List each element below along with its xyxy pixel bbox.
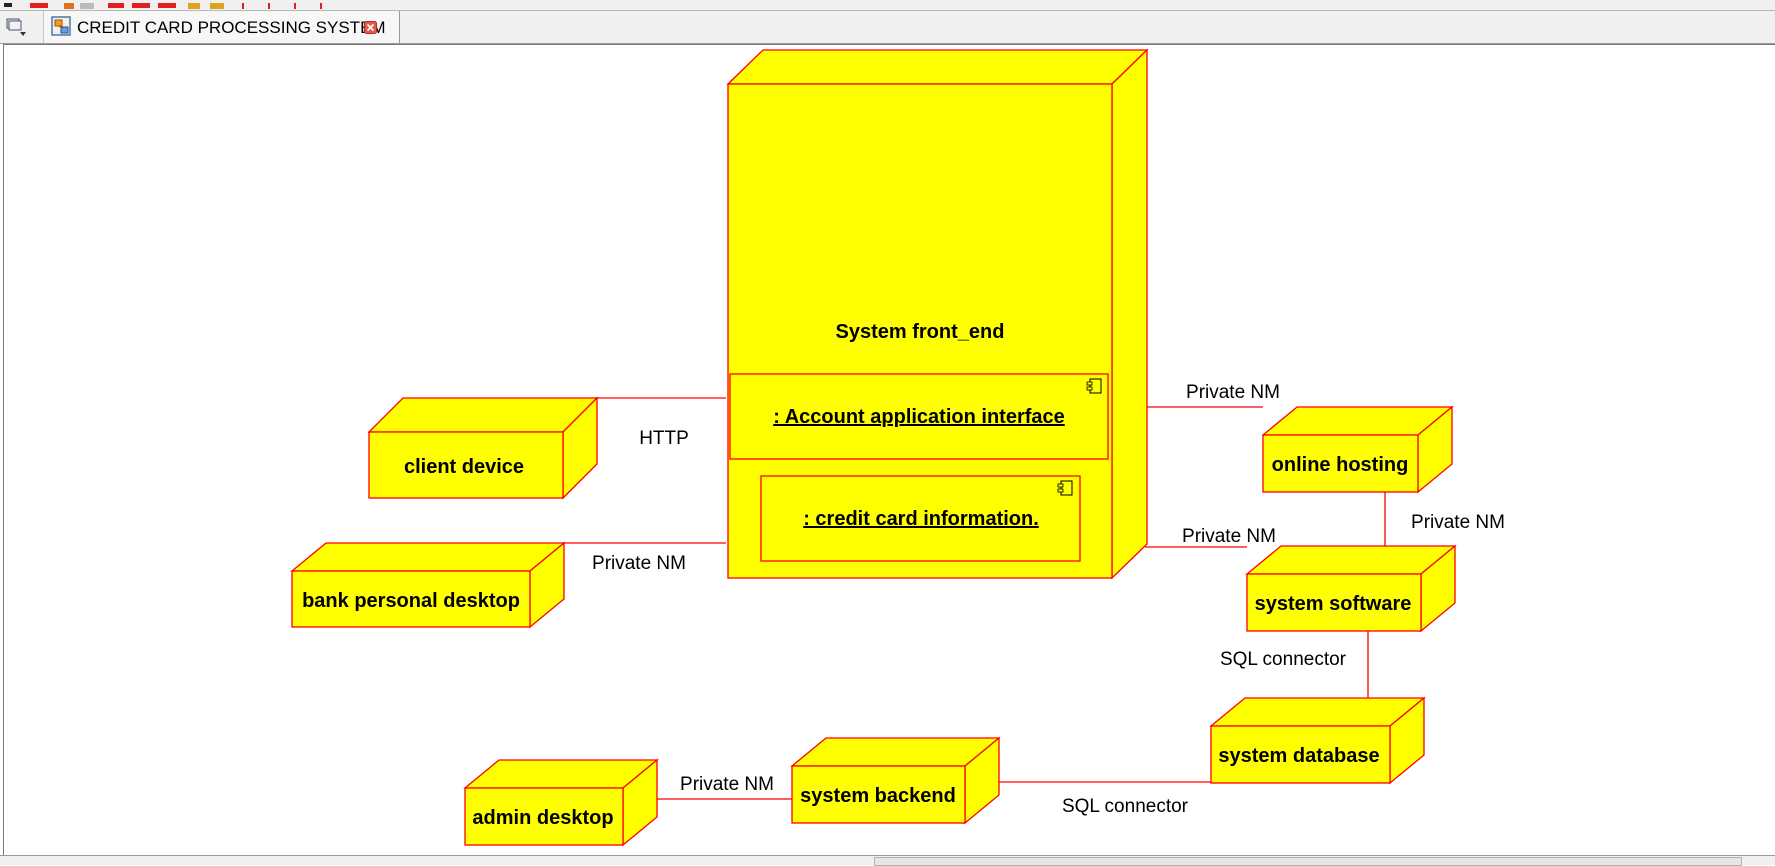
tab-title: CREDIT CARD PROCESSING SYSTEM	[77, 18, 386, 37]
label-hosting-software: Private NM	[1411, 512, 1505, 533]
constraint-tool-icon[interactable]	[210, 3, 224, 9]
node-system-software[interactable]: system software	[1245, 544, 1457, 633]
tab-credit-card-processing-system[interactable]: CREDIT CARD PROCESSING SYSTEM	[43, 11, 400, 43]
pointer-tool-icon[interactable]	[4, 3, 12, 7]
component-account-application-interface[interactable]: : Account application interface	[729, 373, 1109, 460]
close-icon[interactable]	[364, 21, 377, 34]
label-front-bank: Private NM	[592, 553, 686, 574]
node-online-hosting[interactable]: online hosting	[1261, 405, 1454, 494]
execution-env-tool-icon[interactable]	[132, 3, 150, 8]
label-front-client: HTTP	[639, 428, 689, 449]
node-tool-icon[interactable]	[30, 3, 48, 8]
dependency-tool-icon[interactable]	[268, 3, 270, 9]
node-admin-desktop[interactable]: admin desktop	[463, 758, 659, 847]
label-database-backend: SQL connector	[1062, 796, 1189, 817]
node-system-database[interactable]: system database	[1209, 696, 1426, 785]
device-tool-icon[interactable]	[108, 3, 124, 8]
tab-list-icon[interactable]	[6, 17, 28, 37]
node-label: system software	[1255, 593, 1412, 615]
deployment-diagram: System front_end : Account application i…	[290, 48, 1505, 847]
horizontal-scrollbar[interactable]	[874, 857, 1742, 866]
node-system-front-end[interactable]: System front_end : Account application i…	[726, 48, 1149, 580]
association-tool-icon[interactable]	[242, 3, 244, 9]
artifact-tool-icon[interactable]	[80, 3, 94, 9]
front-end-title: System front_end	[836, 321, 1005, 343]
label-front-hosting: Private NM	[1186, 382, 1280, 403]
diagram-canvas[interactable]: System front_end : Account application i…	[3, 44, 1775, 855]
node-label: client device	[404, 456, 524, 478]
node-label: online hosting	[1272, 454, 1409, 476]
tab-bar: CREDIT CARD PROCESSING SYSTEM	[0, 11, 1775, 44]
component-label: : credit card information.	[803, 508, 1039, 530]
component-credit-card-information[interactable]: : credit card information.	[760, 475, 1081, 562]
node-label: bank personal desktop	[302, 590, 520, 612]
label-front-software: Private NM	[1182, 526, 1276, 547]
component-icon	[1057, 480, 1073, 496]
label-software-database: SQL connector	[1220, 649, 1347, 670]
node-system-backend[interactable]: system backend	[790, 736, 1001, 825]
node-label: admin desktop	[472, 807, 613, 829]
label-backend-admin: Private NM	[680, 774, 774, 795]
node-label: system database	[1218, 745, 1379, 767]
component-icon	[1086, 378, 1102, 394]
link-tool-icon[interactable]	[294, 3, 296, 9]
connectors	[563, 397, 1386, 800]
deployment-diagram-icon	[51, 16, 71, 36]
anchor-tool-icon[interactable]	[320, 3, 322, 9]
toolbar-strip	[0, 0, 1775, 11]
node-label: system backend	[800, 785, 956, 807]
node-bank-personal-desktop[interactable]: bank personal desktop	[290, 541, 566, 629]
component-label: : Account application interface	[773, 406, 1065, 428]
node-client-device[interactable]: client device	[367, 396, 599, 500]
component-tool-icon[interactable]	[64, 3, 74, 9]
toolbar-icons	[4, 3, 322, 9]
package-tool-icon[interactable]	[158, 3, 176, 8]
note-tool-icon[interactable]	[188, 3, 200, 9]
